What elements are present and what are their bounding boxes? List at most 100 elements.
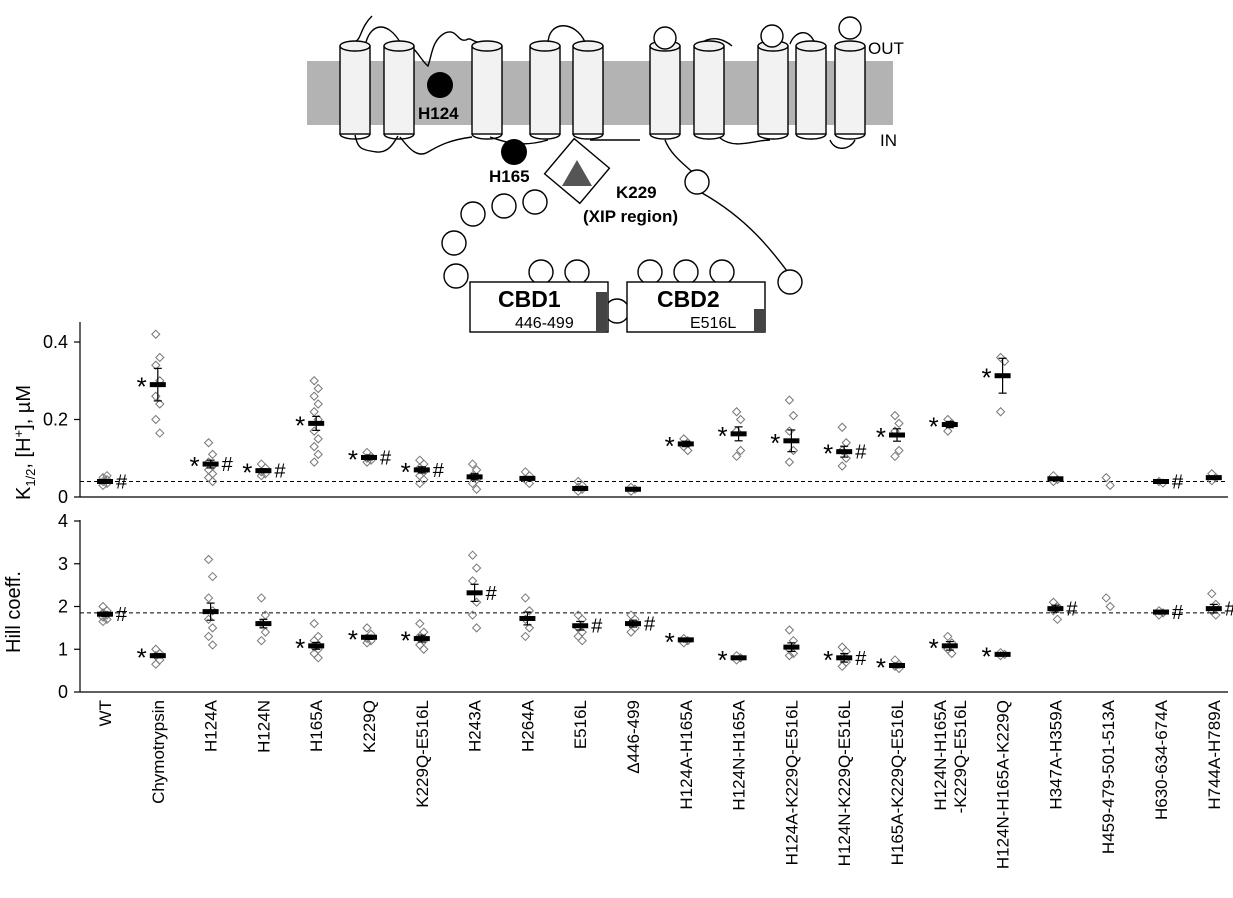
top-mean-mark [361,454,377,460]
top-data-point [837,461,847,471]
top-data-point [207,469,218,479]
helix-9 [795,40,827,140]
bottom-ytick-label: 1 [58,639,68,659]
k229-triangle [562,160,592,186]
bottom-data-point [102,614,112,625]
bottom-data-point [471,563,482,573]
x-category-label: H124A [202,699,221,752]
cbd2-label: CBD2 [657,286,720,312]
x-category-label: H347A-H359A [1046,699,1065,809]
bottom-significance-star: * [137,643,147,673]
bottom-data-point [841,646,851,657]
helix-10 [834,40,866,140]
top-significance-hash: # [433,460,445,482]
bottom-data-point [837,661,847,672]
top-data-point [1105,480,1115,491]
bottom-mean-mark [97,611,113,617]
bottom-data-point [1154,606,1164,616]
x-category-label: -K229Q-E516L [951,700,970,813]
histidine-open-circles [441,16,862,324]
top-significance-hash: # [274,461,286,483]
cbd2-mark [754,309,765,332]
x-category-label: H165A-K229Q-E516L [888,700,907,865]
top-data-point [313,449,323,460]
top-data-point [735,414,746,425]
top-data-point [309,426,319,436]
bottom-data-point [260,627,271,637]
bottom-mean-mark [308,643,325,649]
bottom-data-point [419,644,429,654]
h165-marker [501,139,527,165]
x-category-label: K229Q [360,700,379,753]
bottom-data-point [1211,610,1221,620]
bottom-data-point [573,610,583,620]
bottom-data-point [151,659,161,669]
cbd1-mark [596,292,607,332]
bottom-data-point [837,642,847,652]
top-data-point [309,407,319,417]
bottom-significance-hash: # [1066,599,1078,621]
top-mean-mark [994,373,1011,379]
top-mean-mark [941,422,958,428]
bottom-data-point [577,627,587,637]
cbd1-label: CBD1 [498,286,561,312]
bottom-ytick-label: 3 [58,554,68,574]
top-significance-star: * [981,363,991,393]
top-significance-star: * [665,431,675,461]
top-data-point [467,478,478,489]
helix-6 [649,40,681,140]
top-data-point [309,457,319,467]
bottom-significance-hash: # [644,614,656,636]
in-label: IN [880,131,897,150]
bottom-mean-mark [466,590,483,596]
bottom-mean-mark [730,655,747,661]
top-data-point [309,441,319,452]
top-data-point [894,418,904,429]
h165-label: H165 [489,167,530,186]
bottom-mean-mark [361,634,377,640]
top-data-point [841,438,851,448]
top-significance-star: * [876,422,886,452]
top-ytick-label: 0.4 [43,332,68,352]
h124-label: H124 [418,104,459,123]
top-data-point [735,445,746,456]
top-data-point [890,410,900,421]
xip-label: (XIP region) [583,207,678,226]
bottom-data-point [520,593,531,603]
bottom-mean-mark [413,636,430,642]
x-category-label: WT [96,700,115,726]
bottom-data-point [256,593,267,603]
top-data-point [841,453,851,463]
top-significance-hash: # [116,472,128,494]
x-category-label: H124A-H165A [677,699,696,809]
bottom-data-point [203,593,214,603]
top-mean-mark [1153,479,1169,484]
bottom-data-point [1207,588,1217,599]
top-data-point [151,329,161,339]
x-category-label: Δ446-499 [624,700,643,774]
bottom-data-point [784,650,795,661]
x-category-label: K229Q-E516L [413,700,432,808]
x-category-label: H165A [307,699,326,752]
top-data-point [784,426,795,436]
top-data-point [155,428,165,438]
top-data-point [309,376,319,386]
top-data-point [788,410,799,421]
bottom-data-point [788,648,799,659]
top-data-point [419,474,429,485]
top-mean-mark [308,420,325,426]
top-significance-star: * [770,428,780,458]
top-data-point [784,457,795,467]
bottom-data-point [788,635,799,646]
bottom-data-point [577,614,587,625]
top-ylabel-sup: + [11,430,26,438]
bottom-data-point [313,653,323,663]
x-category-label: H124N [254,700,273,753]
top-data-point [207,449,218,460]
top-mean-mark [97,479,113,484]
h124-marker [427,72,453,98]
bottom-data-point [520,631,531,642]
top-data-point [784,395,795,405]
bottom-significance-star: * [348,624,358,654]
